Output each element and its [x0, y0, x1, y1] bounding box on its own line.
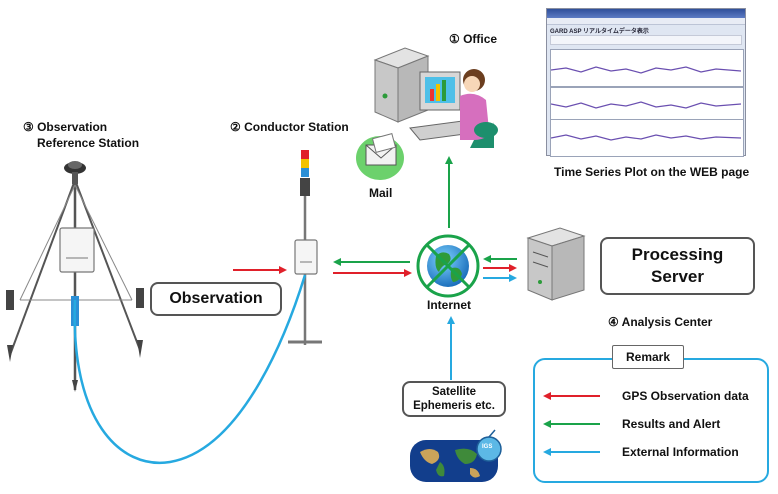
remark-title-box: Remark [612, 345, 684, 369]
remark-title: Remark [625, 350, 671, 364]
office-label: ① Office [449, 32, 498, 46]
time-series-screenshot: GARD ASP リアルタイムデータ表示 [546, 8, 746, 157]
observation-label: Observation [169, 290, 263, 307]
analysis-center-label: ④ Analysis Center [608, 315, 713, 329]
plot-panel-1 [550, 49, 744, 87]
reference-station-label-line1: ③ Observation [23, 120, 108, 134]
office-worker-icon [460, 69, 498, 148]
legend-item-results: Results and Alert [622, 417, 721, 431]
reference-station-tripod [6, 161, 144, 392]
conductor-station-label: ② Conductor Station [230, 120, 349, 134]
legend-item-gps: GPS Observation data [622, 389, 749, 403]
time-series-caption: Time Series Plot on the WEB page [554, 165, 750, 179]
screenshot-title: GARD ASP リアルタイムデータ表示 [550, 29, 649, 35]
server-icon [526, 227, 586, 301]
plot-panel-2 [550, 87, 744, 125]
conductor-station-pole [288, 150, 322, 345]
plot-panel-3 [550, 119, 744, 157]
processing-server-label-line1: Processing [631, 245, 724, 264]
igs-logo [476, 429, 502, 462]
world-map-image [410, 440, 498, 482]
reference-station-label-line2: Reference Station [37, 136, 140, 150]
internet-label: Internet [427, 298, 472, 312]
satellite-label-line1: Satellite [431, 386, 477, 398]
legend-item-external: External Information [622, 445, 739, 459]
processing-server-label-line2: Server [651, 267, 704, 286]
remark-legend [533, 358, 769, 483]
cable [73, 274, 307, 465]
igs-label: IGS [482, 444, 493, 450]
observation-box: Observation [150, 282, 282, 316]
plot-trace-2 [551, 101, 741, 109]
screenshot-toolbar [550, 35, 742, 45]
internet-globe-icon [416, 234, 480, 298]
plot-trace-3 [551, 134, 741, 141]
mail-label: Mail [369, 186, 393, 200]
satellite-label-line2: Ephemeris etc. [413, 400, 495, 412]
mail-icon [356, 133, 404, 180]
screenshot-menubar [547, 18, 745, 25]
screenshot-titlebar [547, 9, 745, 18]
processing-server-box: Processing Server [600, 237, 755, 295]
plot-trace-1 [551, 66, 741, 74]
satellite-ephemeris-box: Satellite Ephemeris etc. [402, 381, 506, 417]
